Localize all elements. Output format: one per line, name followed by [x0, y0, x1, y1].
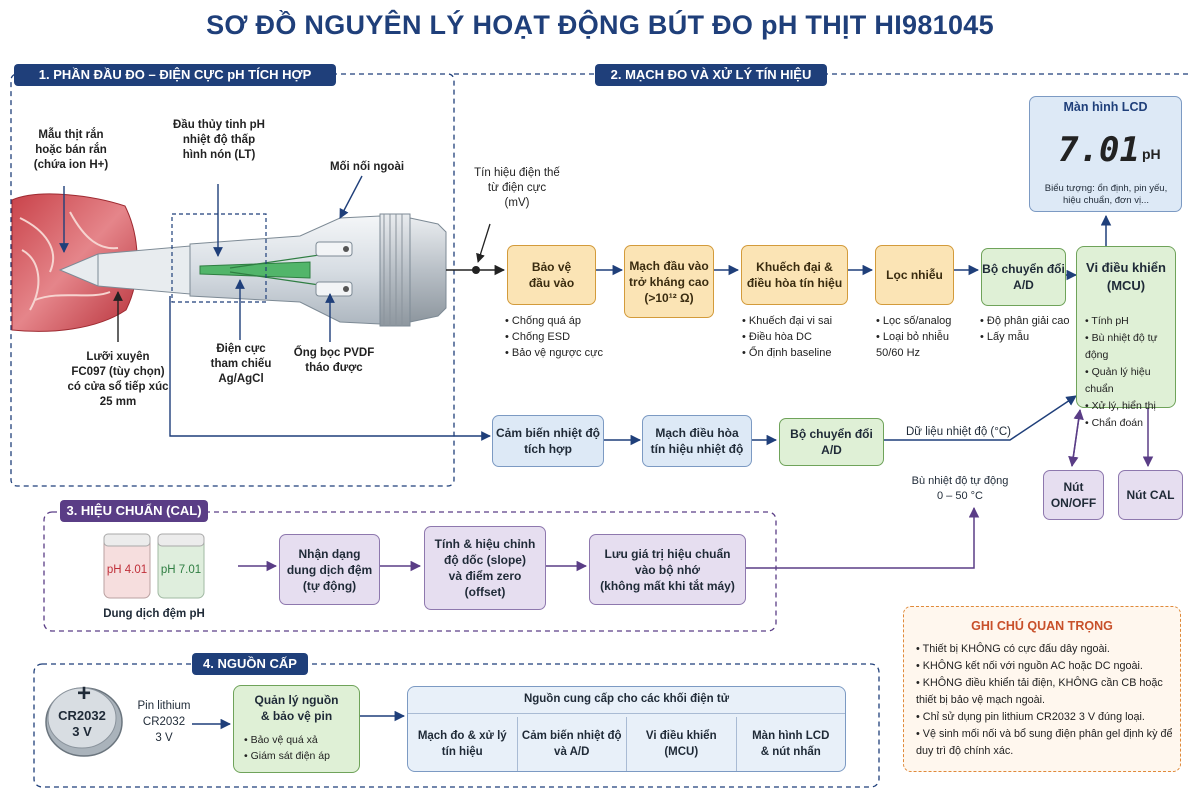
- label-temp-data: Dữ liệu nhiệt độ (°C): [906, 426, 1011, 438]
- notes-list: Thiết bị KHÔNG có cực đấu dây ngoài. KHÔ…: [916, 641, 1174, 760]
- mcu-bullets: Tính pHBù nhiệt độ tự độngQuản lý hiệu c…: [1085, 313, 1177, 432]
- block-high-impedance-input: Mạch đầu vào trở kháng cao (>10¹² Ω): [624, 245, 714, 318]
- buffer-ph701: pH 7.01: [160, 564, 202, 576]
- button-cal[interactable]: Nút CAL: [1118, 470, 1183, 520]
- mcu-title: Vi điều khiển (MCU): [1086, 260, 1166, 293]
- block-input-protection: Bảo vệ đầu vào: [507, 245, 596, 305]
- bullets-noise-filter: Lọc số/analog Loại bỏ nhiễu 50/60 Hz: [876, 313, 976, 361]
- consumer-lcd-buttons: Màn hình LCD & nút nhấn: [752, 730, 830, 758]
- section-tab-circuit: 2. MẠCH ĐO VÀ XỬ LÝ TÍN HIỆU: [595, 64, 827, 86]
- buffer-ph401: pH 4.01: [106, 564, 148, 576]
- label-pvdf-sleeve: Ống bọc PVDF tháo được: [293, 347, 375, 374]
- consumer-mcu: Vi điều khiển (MCU): [627, 717, 737, 771]
- label-buffer-solution: Dung dịch đệm pH: [103, 608, 205, 620]
- consumer-measurement: Mạch đo & xử lý tín hiệu: [408, 717, 518, 771]
- power-mgmt-bullets: Bảo vệ quá xảGiám sát điện áp: [244, 732, 362, 764]
- block-temp-conditioning: Mạch điều hòa tín hiệu nhiệt độ: [642, 415, 752, 467]
- power-supply-title: Nguồn cung cấp cho các khối điện tử: [523, 693, 730, 705]
- lcd-title: Màn hình LCD: [1063, 100, 1148, 114]
- block-adc: Bộ chuyển đổi A/D: [981, 248, 1066, 306]
- battery-voltage: 3 V: [72, 724, 92, 739]
- block-noise-filter: Lọc nhiễu: [875, 245, 954, 305]
- label-glass-bulb: Đầu thủy tinh pH nhiệt độ thấp hình nón …: [173, 119, 265, 161]
- section-tab-power: 4. NGUỒN CẤP: [192, 653, 308, 675]
- button-on-off[interactable]: Nút ON/OFF: [1043, 470, 1104, 520]
- lcd-caption: Biểu tượng: ổn định, pin yếu, hiệu chuẩn…: [1044, 183, 1168, 206]
- lcd-unit: pH: [1142, 146, 1161, 162]
- label-blade: Lưỡi xuyên FC097 (tùy chọn) có cửa sổ ti…: [67, 351, 169, 408]
- diagram-title: SƠ ĐỒ NGUYÊN LÝ HOẠT ĐỘNG BÚT ĐO pH THỊT…: [206, 10, 994, 40]
- important-notes: GHI CHÚ QUAN TRỌNG Thiết bị KHÔNG có cực…: [903, 606, 1181, 772]
- block-power-management: Quản lý nguồn & bảo vệ pin Bảo vệ quá xả…: [233, 685, 360, 773]
- battery-model: CR2032: [58, 708, 106, 723]
- bullets-adc: Độ phân giải caoLấy mẫu: [980, 313, 1080, 345]
- battery-plus-icon: +: [76, 680, 91, 707]
- power-mgmt-title: Quản lý nguồn & bảo vệ pin: [254, 693, 339, 723]
- block-slope-offset: Tính & hiệu chỉnh độ dốc (slope) và điểm…: [424, 526, 546, 610]
- label-external-junction: Mối nối ngoài: [329, 161, 405, 173]
- lcd-reading: 7.01: [1058, 130, 1140, 170]
- block-lcd: [1029, 96, 1182, 212]
- block-temp-sensor: Cảm biến nhiệt độ tích hợp: [492, 415, 604, 467]
- notes-title: GHI CHÚ QUAN TRỌNG: [971, 619, 1113, 633]
- label-signal: Tín hiệu điện thế từ điện cực (mV): [474, 167, 560, 209]
- label-battery: Pin lithium CR2032 3 V: [137, 700, 191, 744]
- block-amplifier: Khuếch đại & điều hòa tín hiệu: [741, 245, 848, 305]
- bullets-amplifier: Khuếch đại vi saiĐiều hòa DCỔn định base…: [742, 313, 862, 361]
- block-mcu: Vi điều khiển (MCU) Tính pHBù nhiệt độ t…: [1076, 246, 1176, 429]
- section-tab-cal: 3. HIỆU CHUẨN (CAL): [60, 500, 208, 522]
- label-reference-electrode: Điện cực tham chiếu Ag/AgCl: [210, 343, 272, 385]
- bullets-input-protection: Chống quá ápChống ESDBảo vệ ngược cực: [505, 313, 620, 361]
- block-temp-adc: Bộ chuyển đổi A/D: [779, 418, 884, 466]
- label-temp-compensation: Bù nhiệt độ tự động 0 – 50 °C: [911, 475, 1009, 502]
- block-buffer-recognition: Nhận dạng dung dịch đệm (tự động): [279, 534, 380, 605]
- section-tab-probe: 1. PHẦN ĐẦU ĐO – ĐIỆN CỰC pH TÍCH HỢP: [14, 64, 336, 86]
- block-store-calibration: Lưu giá trị hiệu chuẩn vào bộ nhớ (không…: [589, 534, 746, 605]
- block-power-supply: Nguồn cung cấp cho các khối điện tử Mạch…: [407, 686, 846, 772]
- consumer-temp-adc: Cảm biến nhiệt độ và A/D: [518, 717, 627, 771]
- label-meat-sample: Mẫu thịt rắn hoặc bán rắn (chứa ion H+): [33, 129, 109, 171]
